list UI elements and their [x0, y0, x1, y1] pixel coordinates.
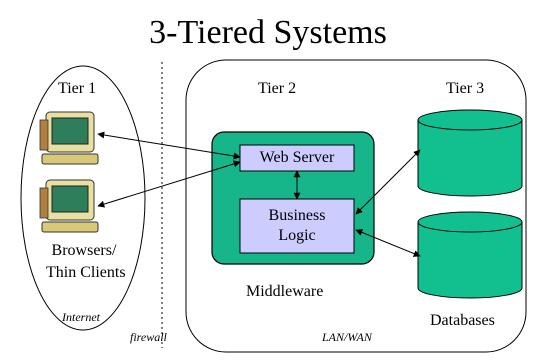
tier1-label: Tier 1 — [58, 80, 97, 97]
firewall-label: firewall — [130, 330, 167, 344]
databases-label: Databases — [430, 312, 495, 329]
page-title: 3-Tiered Systems — [149, 14, 387, 51]
arrow-logic-db1 — [355, 149, 421, 215]
internet-zone-label: Internet — [62, 310, 100, 324]
arrow-client2-webserver — [97, 160, 241, 208]
clients-label-line1: Browsers/ — [51, 242, 117, 259]
business-logic-line2: Logic — [278, 227, 316, 244]
web-server-label: Web Server — [259, 149, 335, 166]
lan-wan-label: LAN/WAN — [322, 330, 372, 344]
database-cylinder-icon — [417, 109, 523, 197]
business-logic-line1: Business — [268, 207, 326, 224]
database-cylinder-icon — [417, 211, 523, 299]
tier2-label: Tier 2 — [258, 80, 297, 97]
computer-icon — [39, 179, 99, 233]
clients-label-line2: Thin Clients — [46, 264, 126, 281]
tier3-label: Tier 3 — [446, 80, 485, 97]
middleware-label: Middleware — [246, 283, 324, 300]
business-logic-label: Business Logic — [240, 206, 354, 246]
arrow-client1-webserver — [97, 131, 241, 160]
clients-label: Browsers/ Thin Clients — [46, 240, 126, 284]
arrow-logic-db2 — [355, 229, 421, 257]
web-server-box — [239, 144, 355, 172]
computer-icon — [39, 111, 99, 165]
